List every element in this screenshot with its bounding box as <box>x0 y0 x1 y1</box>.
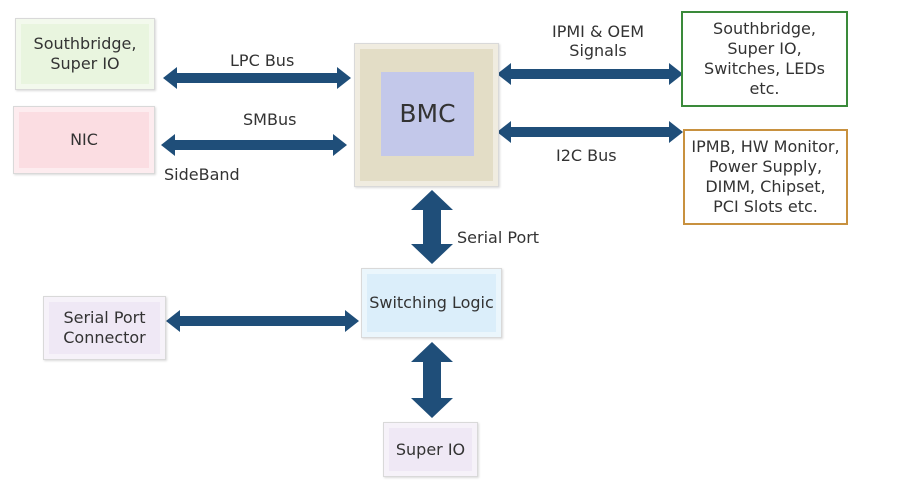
bmc-chip: BMC <box>381 72 474 156</box>
serial-port-label: Serial Port <box>457 228 540 247</box>
ipmb-hw-monitor-box: IPMB, HW Monitor, Power Supply, DIMM, Ch… <box>683 129 848 225</box>
i2c-bus-label: I2C Bus <box>556 146 617 165</box>
smbus-arrow <box>161 134 347 156</box>
box-text-line: Super IO, <box>727 39 802 58</box>
signals-line: Signals <box>569 41 627 60</box>
sideband-label: SideBand <box>164 165 240 184</box>
box-text-line: NIC <box>70 130 98 149</box>
box-text-line: IPMB, HW Monitor, <box>691 137 840 156</box>
switching-superio-arrow <box>411 342 453 418</box>
box-text-line: Southbridge, <box>713 19 816 38</box>
serial-port-arrow <box>411 190 453 264</box>
serial-port-connector-box: Serial Port Connector <box>43 296 166 360</box>
ipmi-oem-line: IPMI & OEM <box>552 22 645 41</box>
box-text-line: Switching Logic <box>369 293 494 312</box>
serial-connector-arrow <box>166 310 359 332</box>
bmc-outer-box: BMC <box>354 43 499 187</box>
ipmi-signals-arrow <box>497 63 683 85</box>
box-text-line: etc. <box>749 79 780 98</box>
box-text-line: Super IO <box>50 54 120 73</box>
box-text-line: Southbridge, <box>33 34 137 53</box>
southbridge-switches-leds-box: Southbridge, Super IO, Switches, LEDs et… <box>681 11 848 107</box>
super-io-box: Super IO <box>383 422 478 477</box>
box-text-line: Switches, LEDs <box>704 59 825 78</box>
box-text-line: Power Supply, <box>708 157 823 176</box>
smbus-label: SMBus <box>243 110 297 129</box>
bmc-label: BMC <box>399 99 456 128</box>
lpc-bus-label: LPC Bus <box>230 51 295 70</box>
southbridge-super-io-box: Southbridge, Super IO <box>15 18 155 90</box>
switching-logic-box: Switching Logic <box>361 268 502 338</box>
nic-box: NIC <box>13 106 155 174</box>
box-text-line: Connector <box>63 328 146 347</box>
ipmi-oem-label: IPMI & OEM Signals <box>552 22 644 60</box>
box-text-line: Serial Port <box>63 308 146 327</box>
i2c-bus-arrow <box>497 121 683 143</box>
lpc-bus-arrow <box>163 67 351 89</box>
box-text-line: Super IO <box>395 439 466 459</box>
box-text-line: DIMM, Chipset, <box>705 177 826 196</box>
box-text-line: PCI Slots etc. <box>713 197 818 216</box>
